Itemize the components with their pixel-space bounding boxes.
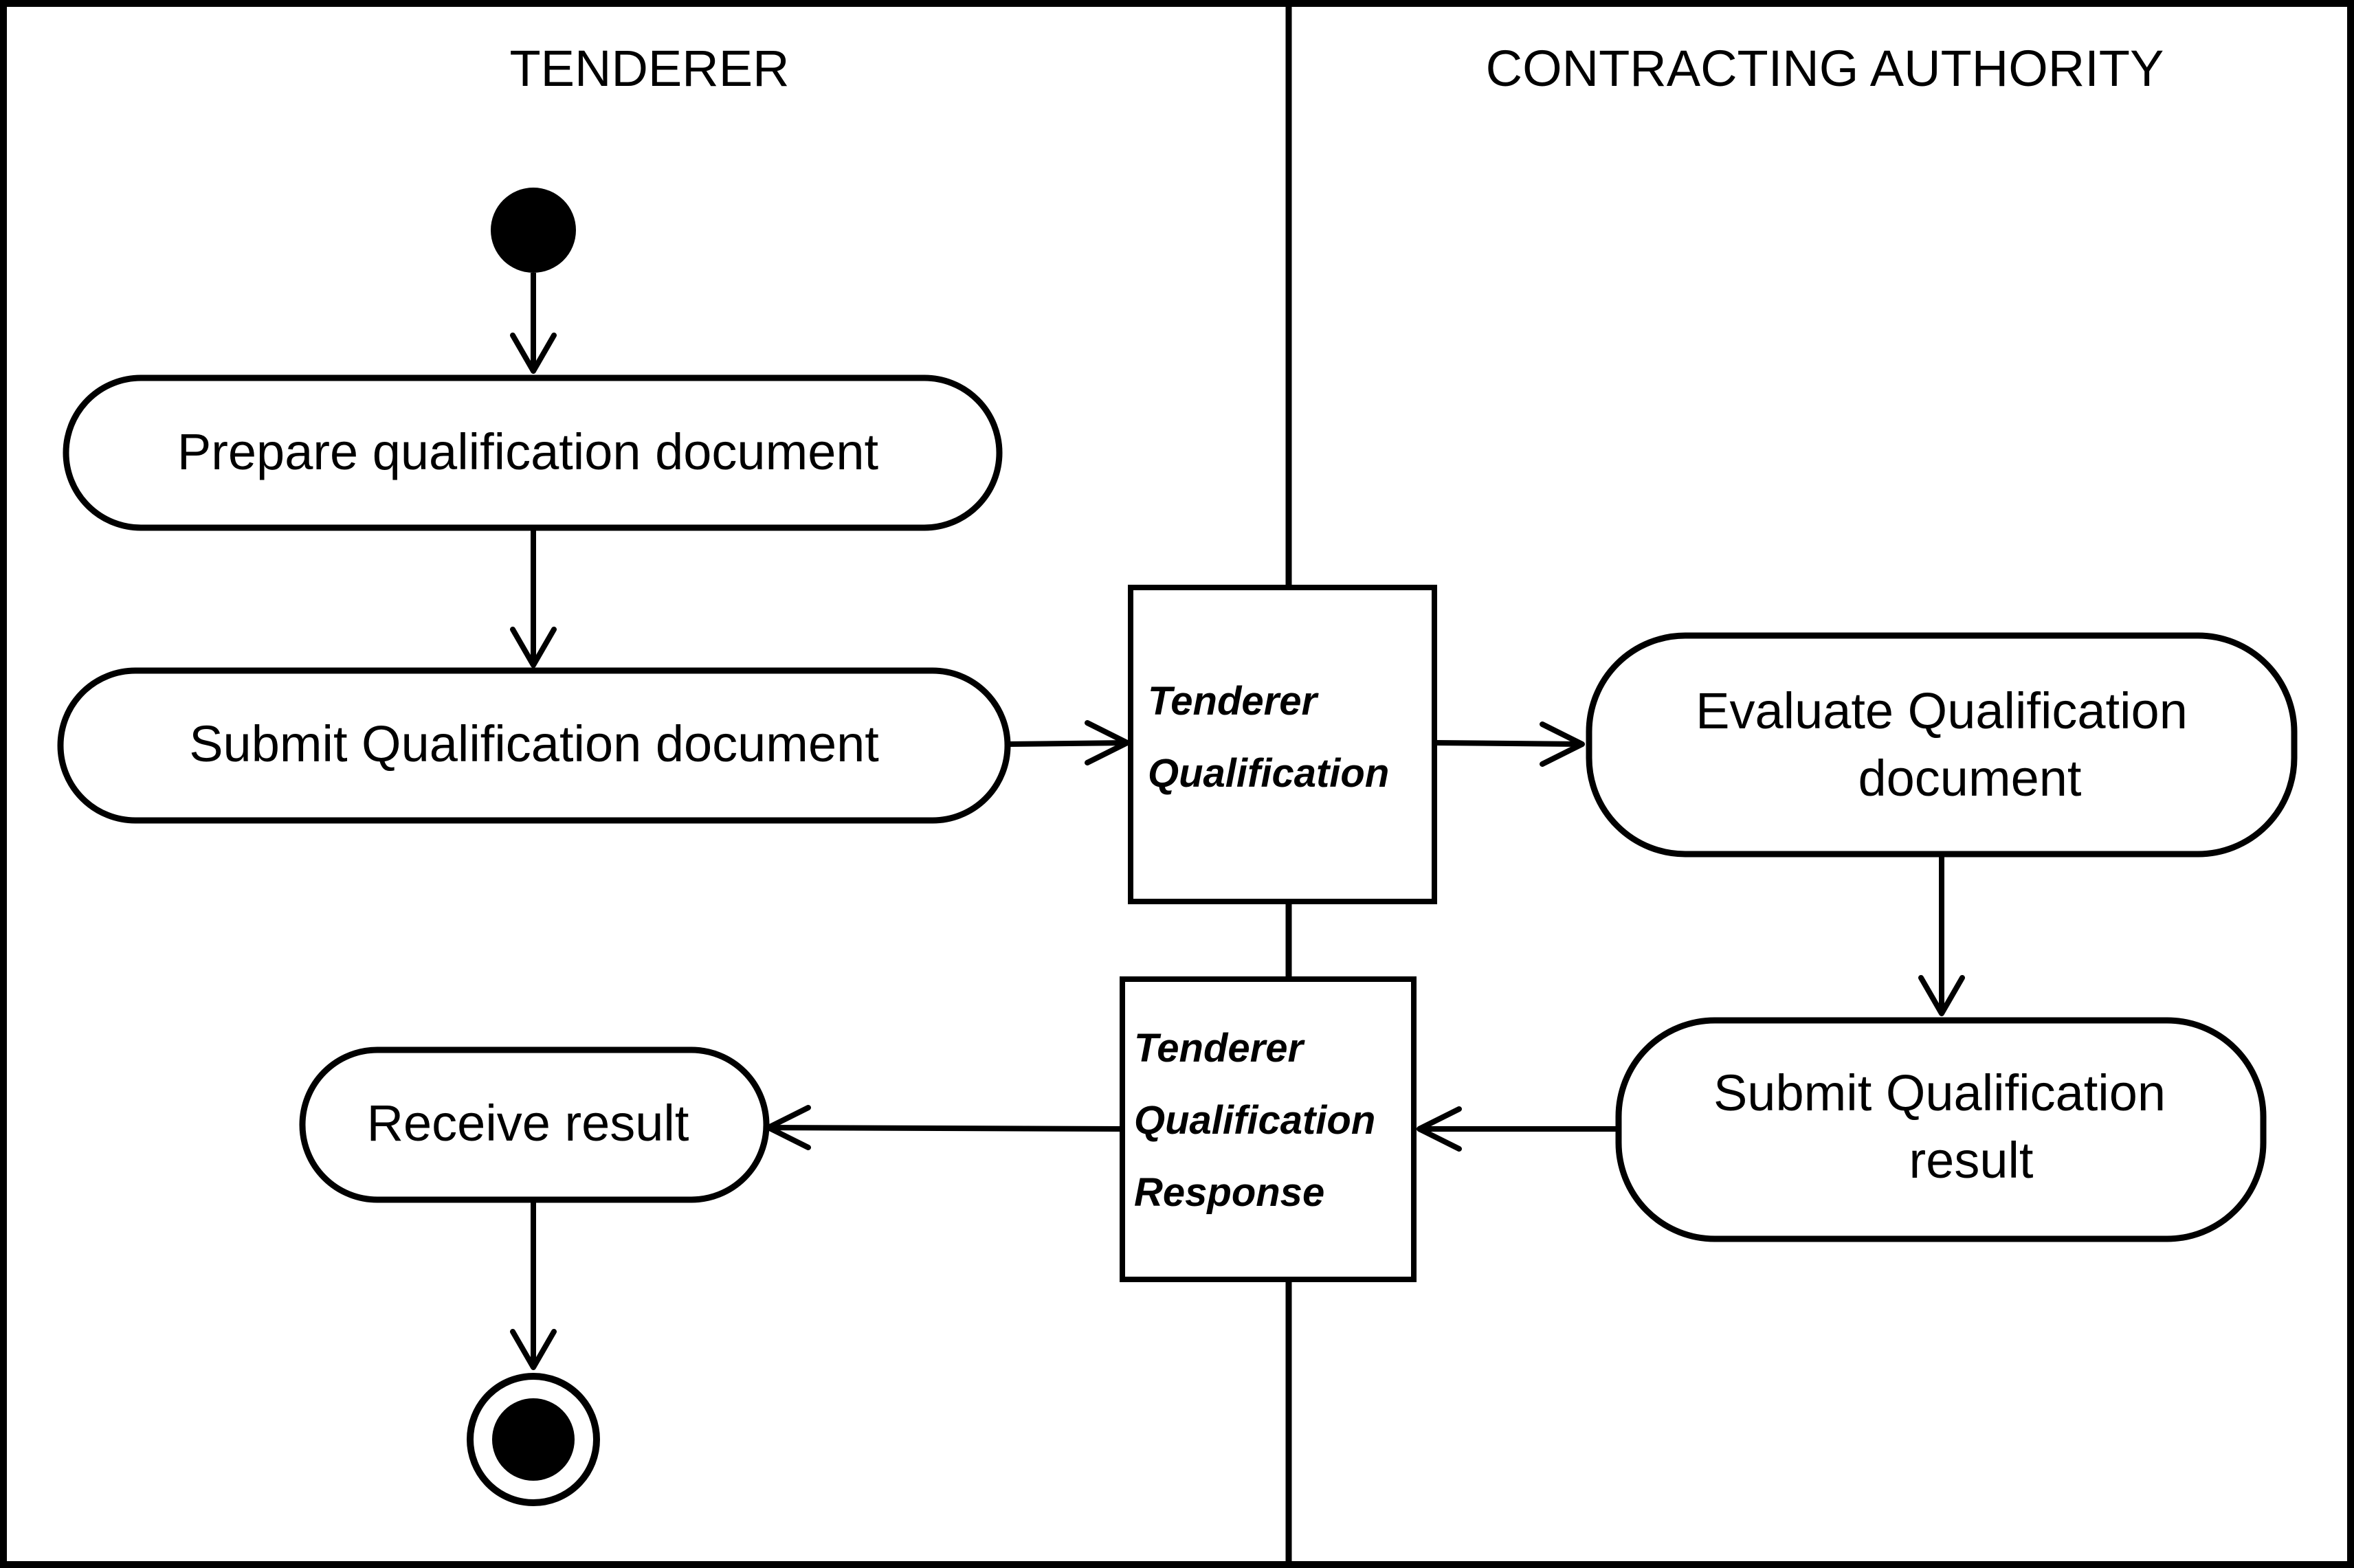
object-label-line2: Qualification — [1148, 751, 1389, 796]
flow-submit-to-qualification — [1007, 720, 1130, 765]
activity-label: Receive result — [367, 1095, 689, 1152]
object-label-line1: Tenderer — [1148, 679, 1319, 724]
initial-node — [491, 188, 576, 273]
object-label-line3: Response — [1134, 1170, 1324, 1215]
object-label-line1: Tenderer — [1134, 1026, 1305, 1071]
activity-prepare-qualification-document: Prepare qualification document — [63, 374, 1003, 531]
activity-label: Prepare qualification document — [177, 423, 879, 480]
activity-label-line1: Evaluate Qualification — [1696, 682, 2188, 739]
object-node-tenderer-qualification: Tenderer Qualification — [1128, 585, 1437, 904]
flow-receive-to-final — [510, 1200, 557, 1370]
object-node-tenderer-qualification-response: Tenderer Qualification Response — [1120, 976, 1417, 1282]
activity-label-line2: document — [1858, 750, 2082, 807]
lane-title-contracting-authority: CONTRACTING AUTHORITY — [1486, 40, 2164, 97]
activity-label-line1: Submit Qualification — [1713, 1064, 2166, 1121]
flow-submit-result-to-response — [1417, 1106, 1619, 1152]
final-node — [467, 1373, 600, 1506]
lane-title-tenderer: TENDERER — [509, 40, 789, 97]
flow-initial-to-prepare — [510, 273, 557, 374]
activity-submit-qualification-result: Submit Qualification result — [1615, 1017, 2267, 1242]
activity-evaluate-qualification-document: Evaluate Qualification document — [1586, 632, 2298, 858]
activity-receive-result: Receive result — [299, 1046, 770, 1203]
flow-response-to-receive — [766, 1105, 1123, 1150]
object-label-line2: Qualification — [1134, 1098, 1375, 1143]
activity-label-line2: result — [1909, 1132, 2034, 1189]
flow-prepare-to-submit — [510, 528, 557, 668]
flow-evaluate-to-submit-result — [1918, 854, 1965, 1016]
activity-label: Submit Qualification document — [189, 715, 879, 772]
flow-qualification-to-evaluate — [1434, 721, 1585, 767]
activity-submit-qualification-document: Submit Qualification document — [57, 667, 1011, 824]
